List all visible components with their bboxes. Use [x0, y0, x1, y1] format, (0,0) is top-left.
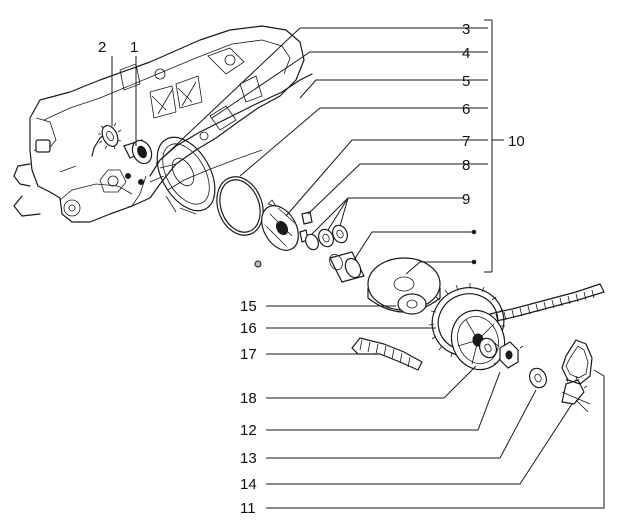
- callout-3: 3: [462, 21, 470, 38]
- callout-17: 17: [240, 346, 257, 363]
- part-14-starter-gear: [561, 375, 591, 413]
- part-2-gear: [98, 122, 122, 150]
- callout-4: 4: [462, 45, 470, 62]
- callout-12: 12: [240, 422, 257, 439]
- callout-11: 11: [240, 500, 256, 517]
- part-1-bearing: [123, 139, 153, 165]
- callout-16: 16: [240, 320, 257, 337]
- callout-13: 13: [240, 450, 257, 467]
- part-9-rollers: [304, 224, 348, 251]
- bushing: [329, 251, 365, 283]
- callout-15: 15: [240, 298, 257, 315]
- part-11-gasket: [561, 339, 593, 385]
- part-6-o-ring: [216, 176, 264, 236]
- leader-lines: [111, 19, 605, 509]
- part-13-bearing: [529, 367, 547, 389]
- callout-14: 14: [240, 476, 257, 493]
- callout-18: 18: [240, 390, 257, 407]
- callout-labels: 2 1 3 4 5 6 7 8 9 10 15 16 17 18 12 13 1…: [98, 21, 525, 517]
- part-15-washer: [397, 293, 427, 315]
- part-7-ramp-plate: [254, 199, 299, 268]
- part-18-spacer: [479, 337, 497, 359]
- crankcase: [13, 25, 305, 223]
- movable-pulley: [450, 309, 506, 371]
- callout-6: 6: [462, 101, 470, 118]
- callout-8: 8: [462, 157, 470, 174]
- callout-2: 2: [98, 39, 106, 56]
- part-12-nut: [493, 341, 524, 369]
- callout-1: 1: [130, 39, 138, 56]
- drive-belt-upper: [489, 283, 605, 323]
- callout-9: 9: [462, 191, 470, 208]
- callout-5: 5: [462, 73, 470, 90]
- part-17-drive-belt: [351, 337, 423, 371]
- callout-10: 10: [508, 133, 525, 150]
- callout-7: 7: [462, 133, 470, 150]
